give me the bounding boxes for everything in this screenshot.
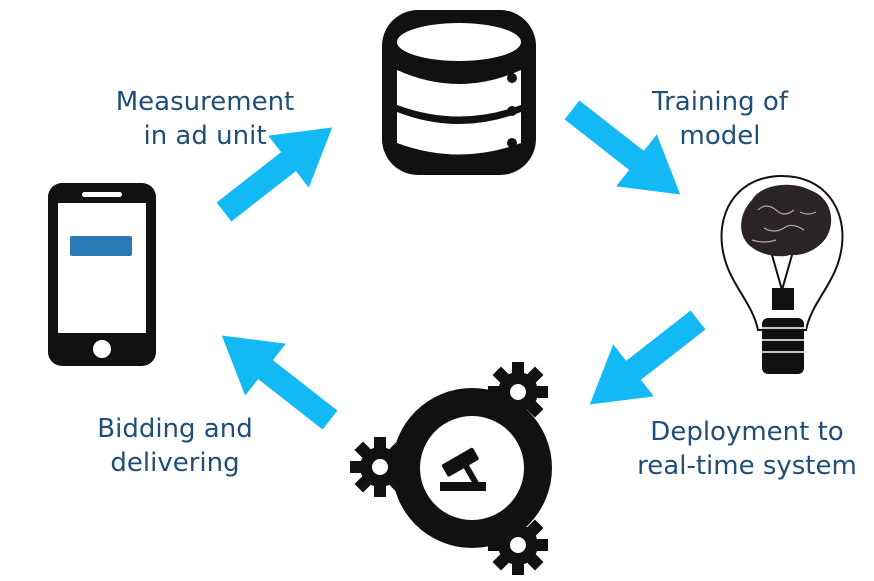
arrow-model-to-auction	[569, 293, 719, 431]
gear-icon	[488, 362, 548, 422]
label-bidding: Bidding and delivering	[80, 412, 270, 480]
label-deployment-line2: real-time system	[637, 451, 857, 481]
label-measurement: Measurement in ad unit	[100, 85, 310, 153]
smartphone-icon	[48, 183, 156, 366]
label-deployment: Deployment to real-time system	[632, 415, 862, 483]
brain-bulb-icon	[720, 174, 844, 374]
gear-icon	[488, 515, 548, 575]
label-training-line1: Training of	[652, 87, 788, 117]
label-deployment-line1: Deployment to	[650, 417, 844, 447]
label-bidding-line1: Bidding and	[97, 414, 253, 444]
label-measurement-line2: in ad unit	[143, 121, 267, 151]
label-training-line2: model	[679, 121, 761, 151]
gear-icon	[350, 437, 410, 497]
label-training: Training of model	[630, 85, 810, 153]
label-measurement-line1: Measurement	[115, 87, 295, 117]
label-bidding-line2: delivering	[110, 448, 240, 478]
database-icon	[382, 10, 536, 175]
auction-gears-icon	[350, 362, 552, 575]
